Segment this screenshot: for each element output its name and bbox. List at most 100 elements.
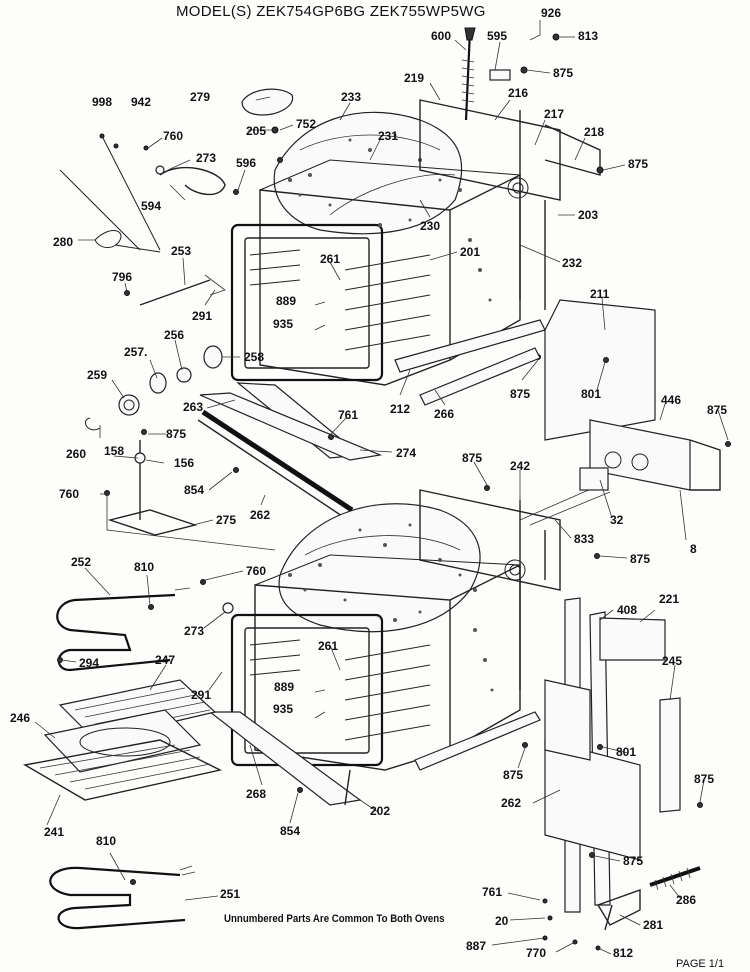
callout-770: 770 — [526, 946, 546, 960]
callout-211: 211 — [590, 287, 610, 301]
common-parts-note: Unnumbered Parts Are Common To Both Oven… — [224, 913, 445, 925]
callout-158: 158 — [104, 444, 124, 458]
callout-212: 212 — [390, 402, 410, 416]
callout-761: 761 — [482, 885, 502, 899]
callout-760: 760 — [246, 564, 266, 578]
diagram-title: MODEL(S) ZEK754GP6BG ZEK755WP5WG — [176, 3, 486, 20]
callout-205: 205 — [246, 124, 266, 138]
callout-875: 875 — [694, 772, 714, 786]
callout-801: 801 — [616, 745, 636, 759]
lower-oven-cavity — [230, 503, 521, 771]
callout-595: 595 — [487, 29, 507, 43]
callout-854: 854 — [184, 483, 204, 497]
callout-274: 274 — [396, 446, 416, 460]
callout-810: 810 — [134, 560, 154, 574]
callout-875: 875 — [503, 768, 523, 782]
callout-446: 446 — [661, 393, 681, 407]
callout-875: 875 — [630, 552, 650, 566]
callout-408: 408 — [617, 603, 637, 617]
callout-796: 796 — [112, 270, 132, 284]
callout-600: 600 — [431, 29, 451, 43]
callout-889: 889 — [274, 680, 294, 694]
callout-294: 294 — [79, 656, 99, 670]
callout-761: 761 — [338, 408, 358, 422]
callout-889: 889 — [276, 294, 296, 308]
callout-246: 246 — [10, 711, 30, 725]
callout-291: 291 — [192, 309, 212, 323]
callout-281: 281 — [643, 918, 663, 932]
callout-875: 875 — [553, 66, 573, 80]
upper-back-panel — [535, 299, 656, 441]
callout-216: 216 — [508, 86, 528, 100]
lower-rear-frame — [419, 467, 611, 690]
callout-201: 201 — [460, 245, 480, 259]
upper-insulation-texture — [288, 133, 492, 302]
callout-280: 280 — [53, 235, 73, 249]
callout-760: 760 — [163, 129, 183, 143]
callout-257: 257. — [124, 345, 147, 359]
lower-trim-rail — [208, 711, 541, 806]
callout-252: 252 — [71, 555, 91, 569]
callout-935: 935 — [273, 702, 293, 716]
callout-810: 810 — [96, 834, 116, 848]
callout-8: 8 — [690, 542, 697, 556]
callout-251: 251 — [220, 887, 240, 901]
upper-base-channels — [394, 319, 546, 406]
callout-260: 260 — [66, 447, 86, 461]
callout-854: 854 — [280, 824, 300, 838]
page-footer: PAGE 1/1 — [676, 958, 725, 970]
callout-218: 218 — [584, 125, 604, 139]
upper-rear-frame — [419, 99, 601, 310]
callout-labels: 926 813 600 595 875 219 216 217 218 875 … — [10, 6, 727, 960]
callout-875: 875 — [166, 427, 186, 441]
callout-935: 935 — [273, 317, 293, 331]
callout-801: 801 — [581, 387, 601, 401]
callout-247: 247 — [155, 653, 175, 667]
callout-875: 875 — [628, 157, 648, 171]
callout-273: 273 — [184, 624, 204, 638]
callout-813: 813 — [578, 29, 598, 43]
callout-942: 942 — [131, 95, 151, 109]
callout-286: 286 — [676, 893, 696, 907]
callout-875: 875 — [510, 387, 530, 401]
callout-233: 233 — [341, 90, 361, 104]
upper-oven-cavity — [230, 111, 521, 386]
door-hinge-rod — [461, 27, 476, 121]
callout-261: 261 — [318, 639, 338, 653]
callout-291: 291 — [191, 688, 211, 702]
callout-998: 998 — [92, 95, 112, 109]
callout-217: 217 — [544, 107, 564, 121]
callout-875: 875 — [462, 451, 482, 465]
callout-262: 262 — [501, 796, 521, 810]
callout-273: 273 — [196, 151, 216, 165]
callout-20: 20 — [495, 914, 509, 928]
callout-232: 232 — [562, 256, 582, 270]
callout-245: 245 — [662, 654, 682, 668]
callout-760: 760 — [59, 487, 79, 501]
callout-259: 259 — [87, 368, 107, 382]
callout-263: 263 — [183, 400, 203, 414]
callout-812: 812 — [613, 946, 633, 960]
callout-752: 752 — [296, 117, 316, 131]
callout-32: 32 — [610, 513, 624, 527]
lower-insulation-texture — [288, 523, 494, 692]
callout-253: 253 — [171, 244, 191, 258]
callout-887: 887 — [466, 939, 486, 953]
callout-202: 202 — [370, 804, 390, 818]
callout-275: 275 — [216, 513, 236, 527]
control-housing — [589, 419, 731, 491]
callout-241: 241 — [44, 825, 64, 839]
lower-left-components — [23, 579, 234, 930]
callout-875: 875 — [623, 854, 643, 868]
callout-242: 242 — [510, 459, 530, 473]
callout-268: 268 — [246, 787, 266, 801]
upper-trim-rails — [197, 382, 383, 519]
callout-875: 875 — [707, 403, 727, 417]
left-upper-components — [59, 88, 294, 536]
callout-266: 266 — [434, 407, 454, 421]
callout-594: 594 — [141, 199, 161, 213]
callout-256: 256 — [164, 328, 184, 342]
callout-203: 203 — [578, 208, 598, 222]
upper-screws — [489, 33, 604, 174]
